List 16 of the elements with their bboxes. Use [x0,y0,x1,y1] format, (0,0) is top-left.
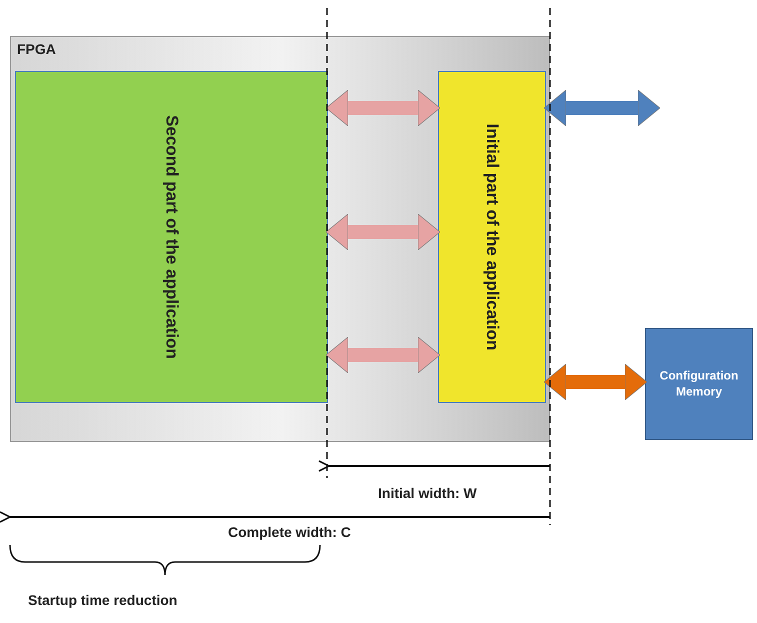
box-title: FPGA [17,41,56,57]
block-label: Initial part of the application [482,124,502,350]
fpga-box [10,36,550,442]
application-block [15,71,328,403]
double-arrow [544,90,660,126]
double-arrow [326,336,440,374]
double-arrow [326,214,440,250]
box-label: Configuration Memory [658,368,740,400]
dimension-label: Startup time reduction [28,592,178,608]
application-block [438,71,546,403]
memory-box [645,328,753,440]
block-label: Second part of the application [162,115,182,359]
dimension-label: Initial width: W [378,485,477,501]
double-arrow [544,364,648,400]
dimension-label: Complete width: C [228,524,351,540]
double-arrow [326,90,440,126]
